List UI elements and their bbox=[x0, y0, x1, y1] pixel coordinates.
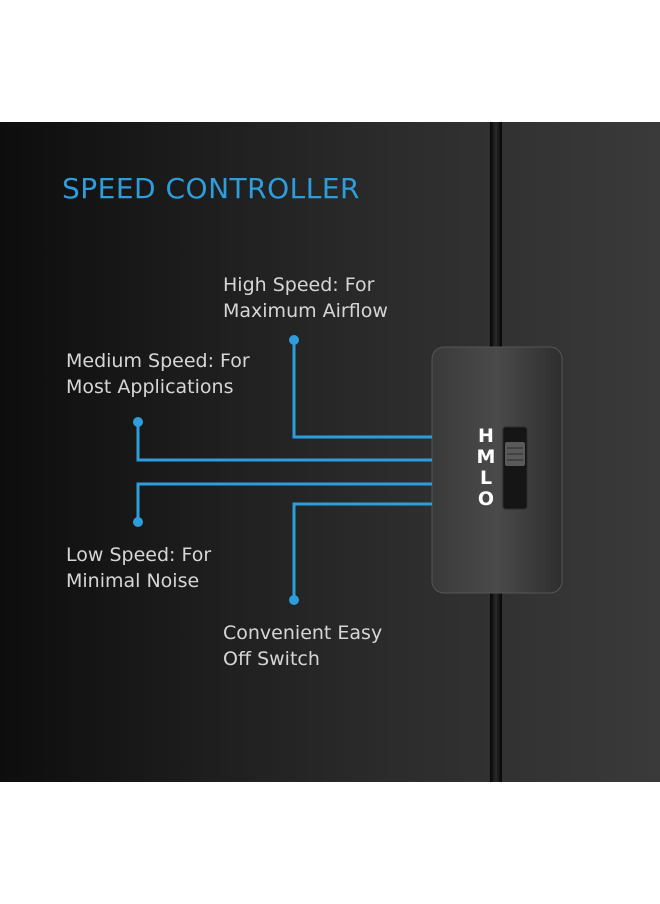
label-high-line2: Maximum Airflow bbox=[223, 300, 388, 322]
switch-letter-off: O bbox=[477, 488, 495, 510]
callout-lines bbox=[136, 340, 432, 600]
controller-illustration bbox=[133, 122, 563, 782]
callout-low bbox=[136, 482, 432, 522]
callout-off bbox=[292, 502, 432, 600]
label-off-line2: Off Switch bbox=[223, 648, 320, 670]
label-low-line2: Minimal Noise bbox=[66, 570, 200, 592]
page-title: SPEED CONTROLLER bbox=[62, 172, 360, 205]
label-low-speed: Low Speed: For Minimal Noise bbox=[66, 542, 211, 594]
product-panel: SPEED CONTROLLER High Speed: For Maximum… bbox=[0, 122, 660, 782]
callout-medium bbox=[136, 422, 432, 462]
label-high-line1: High Speed: For bbox=[223, 274, 375, 296]
switch-letter-medium: M bbox=[476, 446, 496, 468]
switch-position-labels: H M L O bbox=[474, 426, 498, 510]
label-off-switch: Convenient Easy Off Switch bbox=[223, 620, 382, 672]
switch-letter-high: H bbox=[478, 425, 494, 447]
label-high-speed: High Speed: For Maximum Airflow bbox=[223, 272, 388, 324]
slider-track bbox=[502, 426, 528, 510]
dot-low bbox=[133, 517, 143, 527]
label-medium-line2: Most Applications bbox=[66, 376, 234, 398]
dot-medium bbox=[133, 417, 143, 427]
callout-high bbox=[292, 340, 432, 439]
label-low-line1: Low Speed: For bbox=[66, 544, 212, 566]
label-medium-line1: Medium Speed: For bbox=[66, 350, 250, 372]
dot-high bbox=[289, 335, 299, 345]
dot-off bbox=[289, 595, 299, 605]
callout-dots bbox=[133, 335, 299, 605]
label-off-line1: Convenient Easy bbox=[223, 622, 383, 644]
controller-box bbox=[431, 346, 563, 594]
label-medium-speed: Medium Speed: For Most Applications bbox=[66, 348, 250, 400]
switch-letter-low: L bbox=[479, 467, 493, 489]
